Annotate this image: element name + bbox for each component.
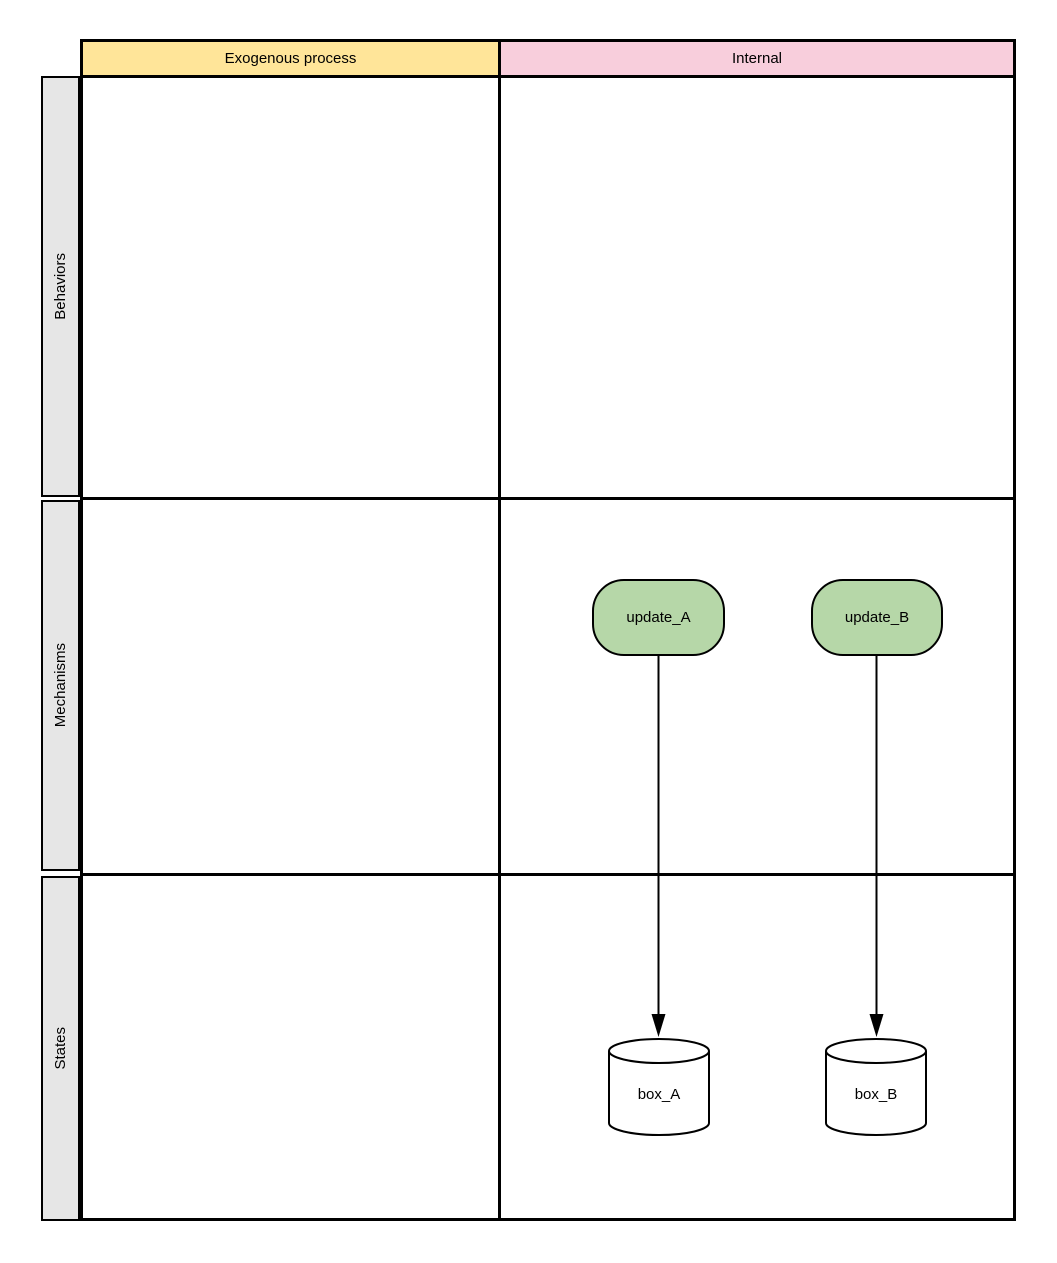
column-header-internal: Internal xyxy=(501,42,1013,75)
cell-mechanisms-internal xyxy=(501,500,1013,876)
column-header-exogenous-process: Exogenous process xyxy=(83,42,501,75)
node-update-a-label: update_A xyxy=(626,609,691,626)
node-update-a: update_A xyxy=(592,579,725,656)
node-box-a-label: box_A xyxy=(637,1086,681,1103)
row-header-mechanisms-label: Mechanisms xyxy=(52,643,69,728)
row-header-behaviors-label: Behaviors xyxy=(52,253,69,320)
row-header-states-label: States xyxy=(52,1027,69,1070)
column-header-row: Exogenous process Internal xyxy=(80,39,1016,78)
column-header-internal-label: Internal xyxy=(731,50,783,67)
row-header-behaviors: Behaviors xyxy=(41,76,80,497)
cell-behaviors-internal xyxy=(501,78,1013,500)
node-update-b: update_B xyxy=(811,579,943,656)
cell-mechanisms-exogenous xyxy=(83,500,501,876)
node-update-b-label: update_B xyxy=(844,609,910,626)
column-header-exogenous-process-label: Exogenous process xyxy=(224,50,357,67)
row-header-states: States xyxy=(41,876,80,1221)
row-header-mechanisms: Mechanisms xyxy=(41,500,80,871)
cell-states-exogenous xyxy=(83,876,501,1218)
cell-states-internal xyxy=(501,876,1013,1218)
diagram-grid xyxy=(80,75,1016,1221)
cell-behaviors-exogenous xyxy=(83,78,501,500)
node-box-b-label: box_B xyxy=(854,1086,898,1103)
